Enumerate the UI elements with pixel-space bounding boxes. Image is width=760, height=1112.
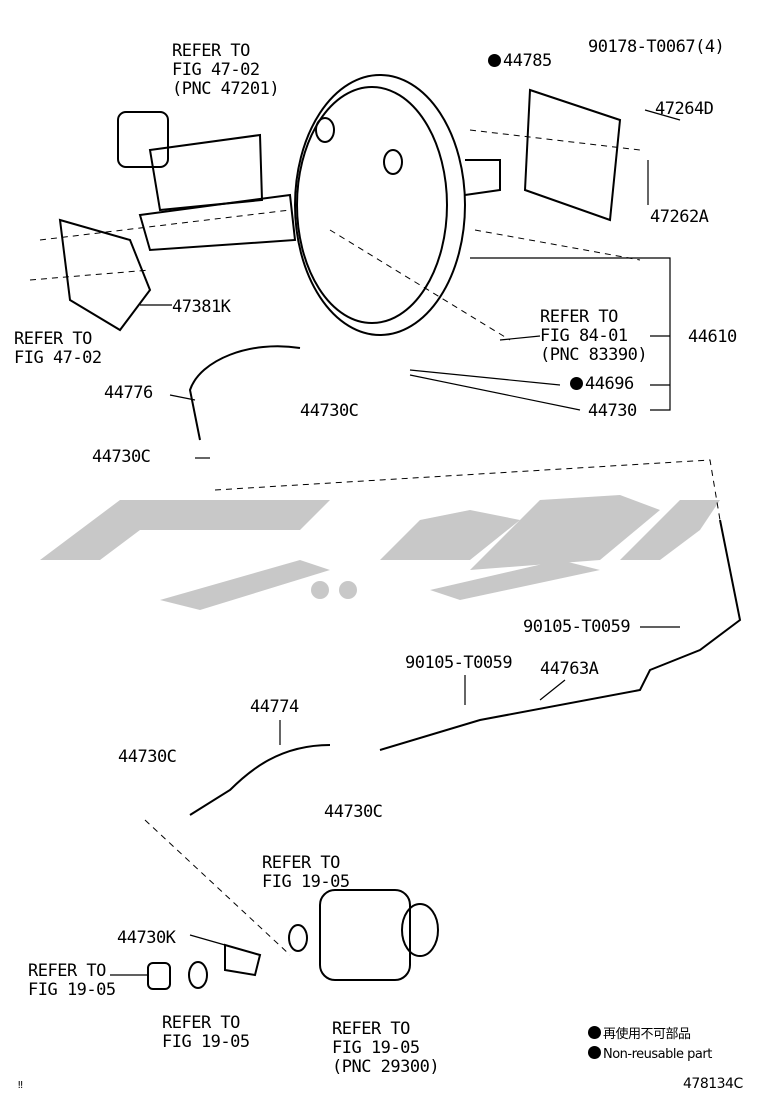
master-cylinder — [117, 111, 297, 252]
bracket-47381k — [58, 218, 152, 332]
refer-line: FIG 19-05 — [262, 872, 350, 892]
part-44730c: 44730C — [92, 447, 151, 467]
part-44776: 44776 — [104, 383, 153, 403]
part-44763a: 44763A — [540, 659, 599, 679]
part-44785: 44785 — [488, 52, 552, 71]
part-44696: 44696 — [570, 375, 634, 394]
part-44730c: 44730C — [300, 401, 359, 421]
dashed-lines — [29, 129, 721, 956]
watermark-logo — [40, 495, 720, 610]
part-47262a: 47262A — [650, 207, 709, 227]
figure-id: 478134C — [683, 1076, 743, 1092]
part-47381k: 47381K — [172, 297, 231, 317]
part-44730c: 44730C — [324, 802, 383, 822]
refer-line: REFER TO — [540, 307, 618, 327]
refer-line: REFER TO — [28, 961, 106, 981]
refer-line: (PNC 29300) — [332, 1057, 440, 1077]
part-44730: 44730 — [588, 401, 637, 421]
part-44730k: 44730K — [117, 928, 176, 948]
refer-line: REFER TO — [262, 853, 340, 873]
refer-line: REFER TO — [332, 1019, 410, 1039]
refer-line: FIG 19-05 — [162, 1032, 250, 1052]
leader-lines — [110, 109, 681, 976]
part-90105: 90105-T0059 — [523, 617, 631, 637]
refer-line: FIG 19-05 — [28, 980, 116, 1000]
gasket-44785 — [523, 88, 622, 222]
refer-line: (PNC 47201) — [172, 79, 280, 99]
brake-booster — [294, 74, 501, 336]
hose-44776 — [188, 345, 301, 441]
hose-44774 — [189, 744, 331, 816]
part-90105: 90105-T0059 — [405, 653, 513, 673]
legend-en: Non-reusable part — [588, 1046, 712, 1063]
corner-mark: ‼ — [18, 1080, 23, 1091]
part-44610: 44610 — [688, 327, 737, 347]
refer-line: FIG 47-02 — [14, 348, 102, 368]
vacuum-pump — [147, 889, 439, 990]
refer-line: FIG 47-02 — [172, 60, 260, 80]
refer-line: (PNC 83390) — [540, 345, 648, 365]
part-44730c: 44730C — [118, 747, 177, 767]
refer-line: REFER TO — [162, 1013, 240, 1033]
refer-line: REFER TO — [14, 329, 92, 349]
refer-line: FIG 84-01 — [540, 326, 628, 346]
refer-line: FIG 19-05 — [332, 1038, 420, 1058]
legend-jp: 再使用不可部品 — [588, 1026, 691, 1043]
part-47264d: 47264D — [655, 99, 714, 119]
part-90178: 90178-T0067(4) — [588, 37, 725, 57]
refer-line: REFER TO — [172, 41, 250, 61]
part-44774: 44774 — [250, 697, 299, 717]
pipe-44763a — [379, 519, 742, 751]
